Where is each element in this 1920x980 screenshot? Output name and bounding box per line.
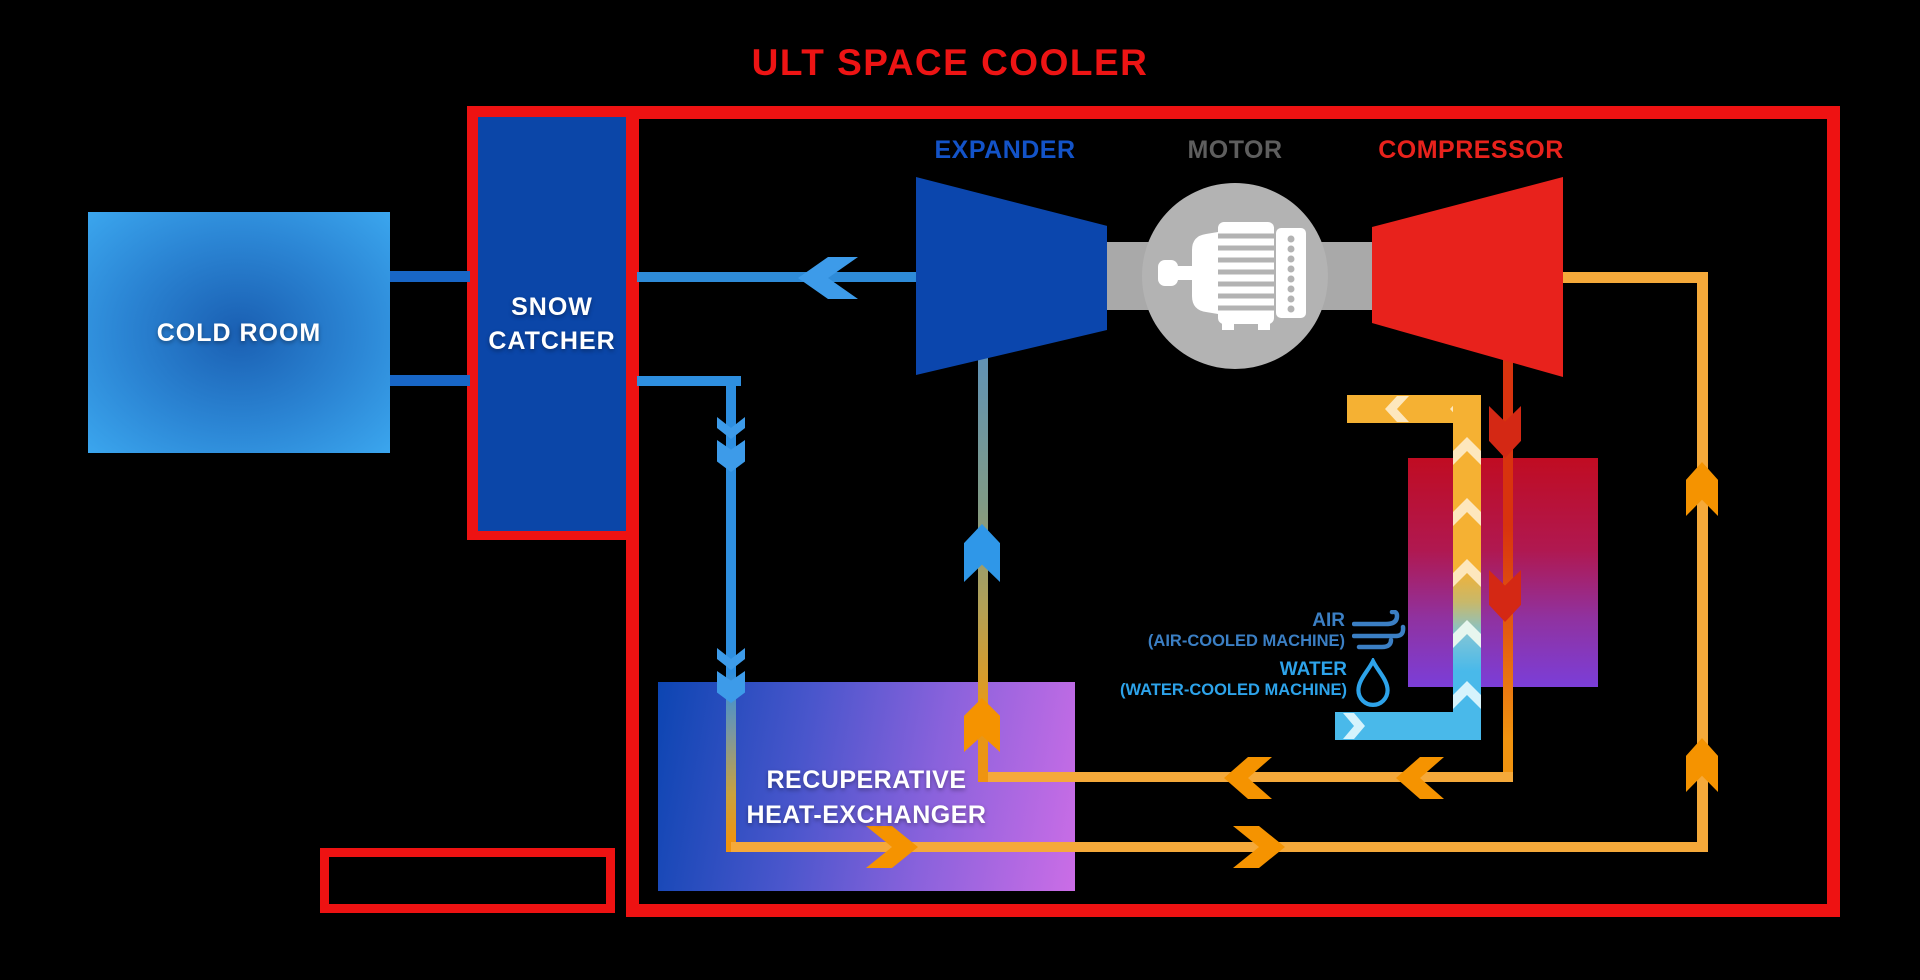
water-sub-label-text: (WATER-COOLED MACHINE) — [1119, 681, 1347, 699]
cold-room-label: COLD ROOM — [156, 318, 322, 347]
snow-catcher-label-line2: CATCHER — [488, 327, 616, 355]
heat-exchanger-label-line1: RECUPERATIVE — [766, 766, 967, 794]
compressor-suction-pipe — [1563, 272, 1708, 283]
coolant-arrow-right-icon — [1343, 713, 1365, 739]
cold-room-box: COLD ROOM — [88, 212, 390, 453]
hx-to-expander-pipe — [978, 350, 988, 782]
flow-arrow-down-icon — [717, 417, 745, 439]
motor-label: MOTOR — [1187, 136, 1283, 164]
air-sub-label-text: (AIR-COOLED MACHINE) — [1147, 632, 1345, 650]
expander-label: EXPANDER — [934, 136, 1076, 164]
snow-catcher-label-line1: SNOW — [511, 293, 593, 321]
water-label-text: WATER — [1279, 659, 1347, 680]
legend-box — [320, 848, 615, 913]
water-drop-icon — [1353, 656, 1393, 708]
expander-outlet-pipe — [637, 272, 916, 282]
flow-arrow-down-icon — [717, 648, 745, 670]
compressor-discharge-pipe — [1503, 355, 1513, 782]
cold-room-return-pipe — [390, 375, 470, 386]
hx-outlet-bottom-pipe — [731, 842, 1708, 852]
compressor-label: COMPRESSOR — [1378, 136, 1564, 164]
compressor-suction-riser-pipe — [1697, 272, 1708, 852]
water-cooled-label: WATER (WATER-COOLED MACHINE) — [1043, 659, 1347, 700]
heat-exchanger-label: RECUPERATIVE HEAT-EXCHANGER — [658, 763, 1075, 833]
snow-catcher-box: SNOW CATCHER — [478, 117, 626, 531]
wind-icon — [1351, 609, 1406, 658]
cold-room-supply-pipe — [390, 271, 470, 282]
motor-icon — [1158, 208, 1308, 338]
air-label-text: AIR — [1312, 610, 1345, 631]
snow-catcher-return-pipe — [637, 376, 741, 386]
return-downcomer-pipe — [726, 376, 736, 852]
heat-exchanger-label-line2: HEAT-EXCHANGER — [746, 801, 987, 829]
air-cooled-label: AIR (AIR-COOLED MACHINE) — [1043, 610, 1345, 651]
diagram-title: ULT SPACE COOLER — [751, 42, 1149, 83]
